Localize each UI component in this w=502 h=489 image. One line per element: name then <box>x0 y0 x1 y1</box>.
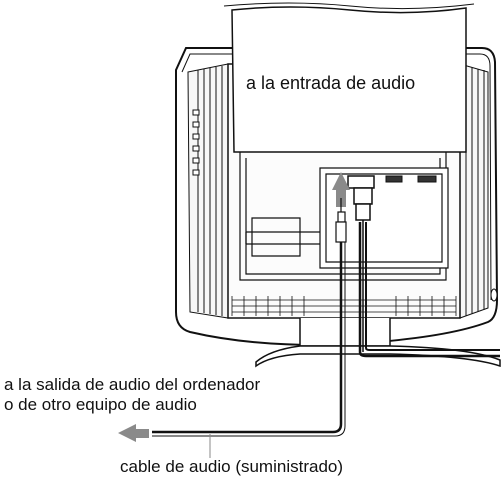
kensington-slot <box>490 288 498 302</box>
connector-bay <box>239 152 449 281</box>
vga-connector-icon <box>347 175 375 352</box>
audio-cable <box>152 242 343 434</box>
vga-cable <box>358 222 500 358</box>
stand-cover-panel <box>231 6 467 153</box>
ports <box>385 175 437 183</box>
audio-input-label: a la entrada de audio <box>246 73 416 93</box>
audio-output-line-1: a la salida de audio del ordenador <box>4 375 261 394</box>
right-side-panel <box>459 63 489 319</box>
side-buttons <box>192 109 200 176</box>
audio-output-label: a la salida de audio del ordenador o de … <box>4 375 260 415</box>
left-side-panel <box>187 63 229 319</box>
audio-output-line-2: o de otro equipo de audio <box>4 395 197 414</box>
audio-cable-label: cable de audio (suministrado) <box>120 457 344 476</box>
arrow-left-icon <box>118 424 149 442</box>
bottom-vents <box>231 296 457 316</box>
